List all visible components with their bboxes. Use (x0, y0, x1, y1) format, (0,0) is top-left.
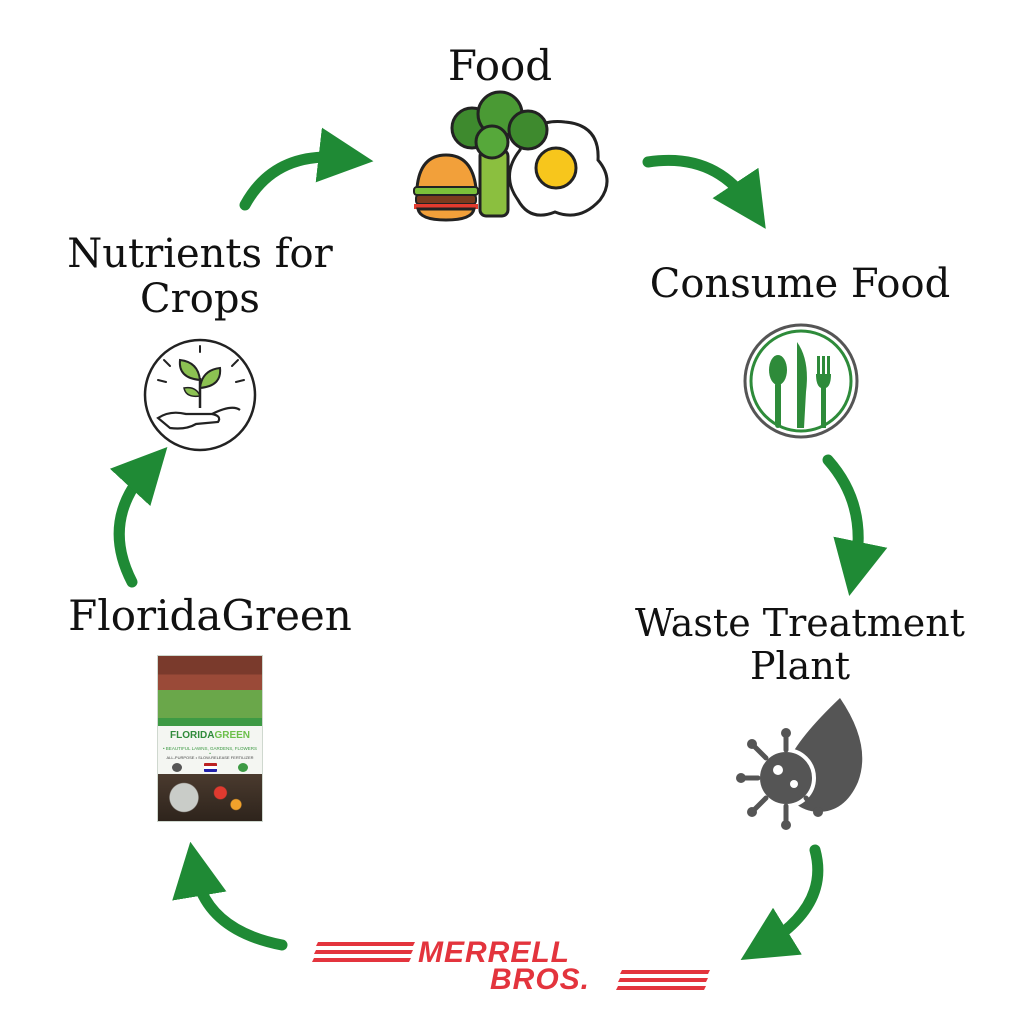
bag-banner (158, 718, 262, 726)
arrow-consume-to-waste (822, 454, 888, 597)
node-label-nutrients: Nutrients for Crops (40, 232, 360, 322)
logo-line1: MERRELL (418, 936, 570, 969)
fertilizer-bag-image: FLORIDAGREEN • BEAUTIFUL LAWNS, GARDENS,… (157, 655, 263, 822)
nutrients-label-line2: Crops (140, 275, 260, 322)
arrow-floridagreen-to-nutrients (109, 446, 168, 588)
arrow-waste-to-logo (740, 844, 824, 960)
node-label-food: Food (447, 41, 553, 90)
nutrients-label-line1: Nutrients for (67, 231, 333, 277)
merrell-bros-logo: MERRELL BROS. (310, 936, 730, 996)
arrow-food-to-consume (642, 154, 766, 229)
badge-icon (172, 762, 182, 772)
waste-label-line2: Plant (749, 643, 851, 688)
bag-top-photo (158, 656, 262, 718)
logo-stripes (312, 942, 710, 990)
eco-badge-icon (238, 762, 248, 772)
node-label-consume-food: Consume Food (649, 261, 951, 307)
bag-badges (172, 762, 248, 772)
arrow-nutrients-to-food (239, 127, 374, 211)
bag-subtag: ALL-PURPOSE • SLOW-RELEASE FERTILIZER (166, 755, 254, 760)
logo-line2: BROS. (490, 963, 591, 996)
arrow-logo-to-floridagreen (172, 841, 288, 951)
waste-label-line1: Waste Treatment (635, 601, 965, 645)
node-label-waste-treatment: Waste Treatment Plant (625, 602, 975, 687)
bag-brand: FLORIDAGREEN (169, 730, 250, 741)
bag-tagline: • BEAUTIFUL LAWNS, GARDENS, FLOWERS • (162, 746, 257, 756)
node-label-floridagreen: FloridaGreen (68, 591, 352, 640)
flag-icon (203, 762, 217, 772)
bag-bottom-photo (158, 774, 262, 821)
